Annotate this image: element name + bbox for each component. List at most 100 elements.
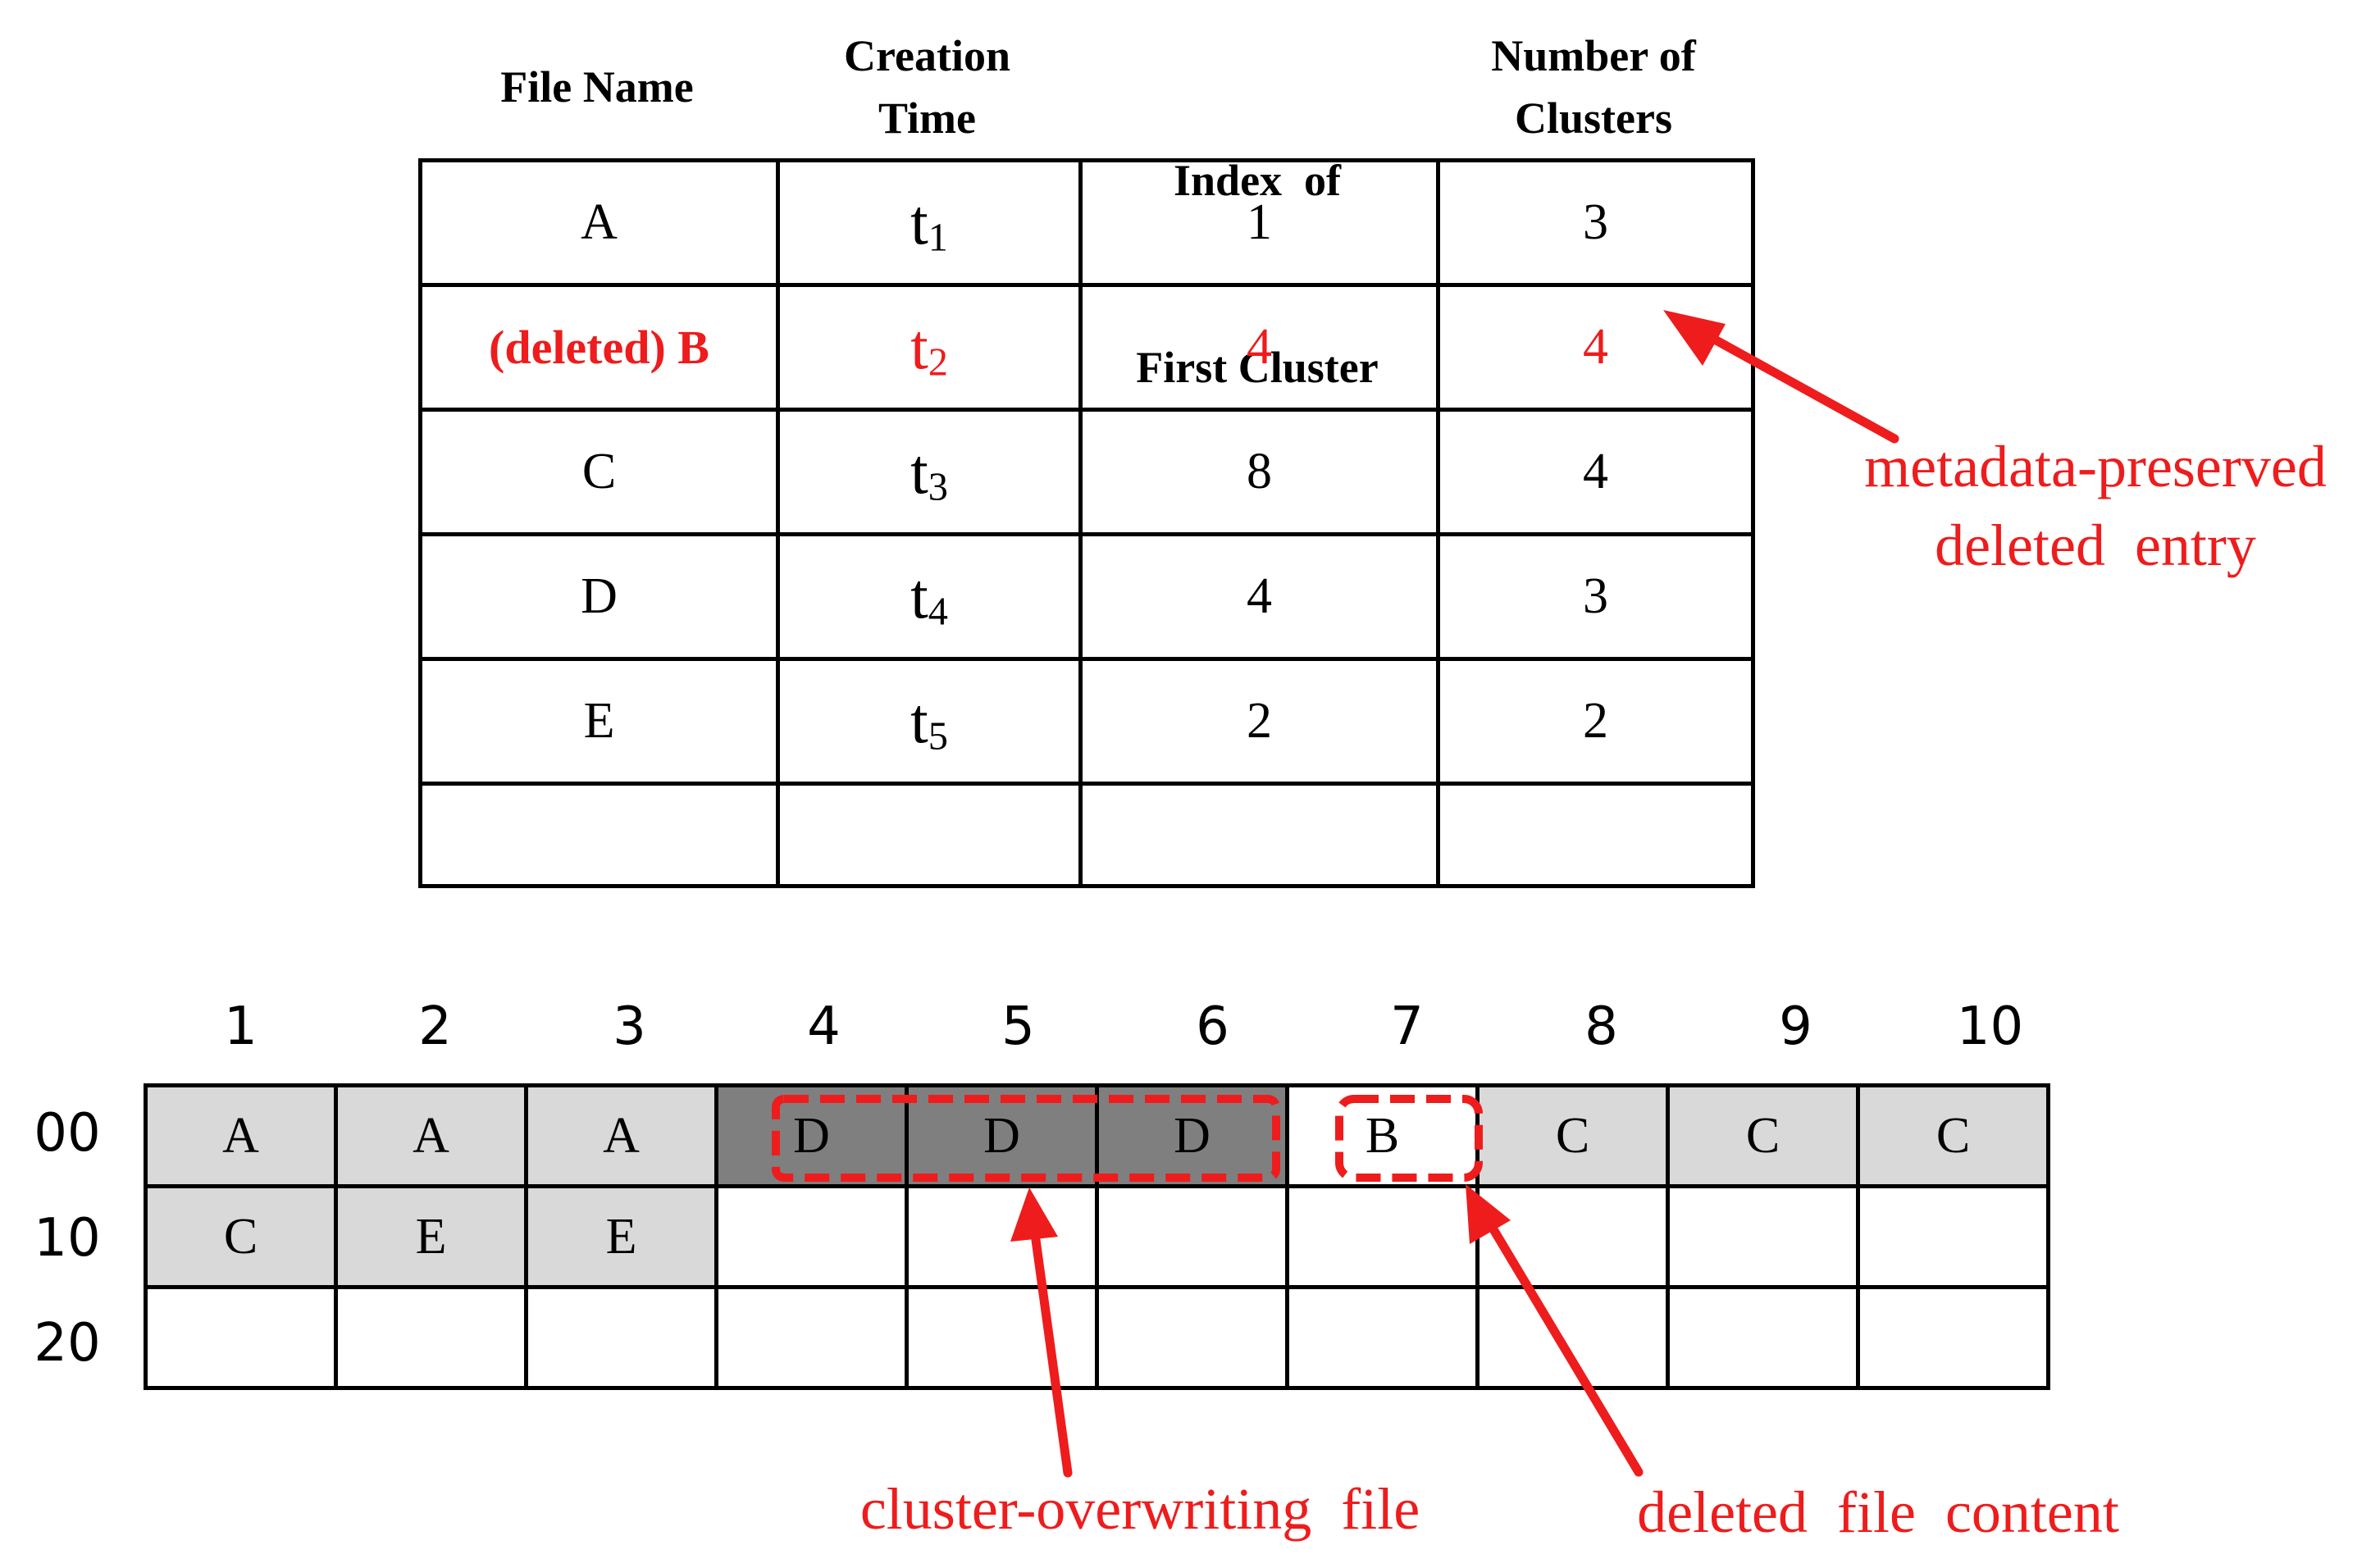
cluster-cell: E [334,1184,528,1289]
cluster-cell [524,1285,718,1390]
metadata-arrow [1663,310,1899,444]
column-number: 6 [1196,996,1229,1057]
header-creation-time-line1: Creation [844,31,1010,80]
creation-time-base: t [910,185,928,258]
cluster-cell [1285,1285,1480,1390]
cell-file-name: E [418,657,780,786]
creation-time-subscript: 2 [928,340,948,385]
cluster-cell [1095,1184,1289,1289]
cell-first-cluster: 4 [1078,283,1440,412]
cluster-cell: E [524,1184,718,1289]
cell-cluster-count: 4 [1436,408,1755,536]
cluster-cell [905,1184,1099,1289]
cluster-cell: A [334,1083,528,1188]
header-number-clusters-line1: Number of [1491,31,1696,80]
cluster-cell [1095,1285,1289,1390]
metadata-annotation: metadata-preserved deleted entry [1825,427,2366,585]
creation-time-subscript: 3 [928,465,948,509]
metadata-annotation-line1: metadata-preserved [1864,434,2327,499]
row-number: 20 [34,1313,101,1374]
header-creation-time: Creation Time [776,25,1078,149]
cell-first-cluster [1078,782,1440,888]
cluster-cell [1666,1285,1860,1390]
column-number: 1 [224,996,258,1057]
cell-creation-time: t3 [776,408,1083,536]
header-file-name-line1: File Name [500,62,694,112]
cell-creation-time: t1 [776,158,1083,287]
column-number: 2 [418,996,452,1057]
cell-creation-time [776,782,1083,888]
cluster-cell [1666,1184,1860,1289]
cell-cluster-count [1436,782,1755,888]
cluster-cell: A [144,1083,338,1188]
cell-cluster-count: 2 [1436,657,1755,786]
cluster-cell [144,1285,338,1390]
cluster-cell: A [524,1083,718,1188]
cluster-cell [714,1285,909,1390]
creation-time-base: t [910,559,928,631]
row-number: 10 [34,1208,101,1269]
cluster-cell [1856,1184,2050,1289]
header-creation-time-line2: Time [878,93,976,143]
cluster-cell: C [1856,1083,2050,1188]
cluster-cell: C [1475,1083,1670,1188]
cluster-cell [905,1285,1099,1390]
cell-file-name [418,782,780,888]
cell-file-name: (deleted) B [418,283,780,412]
cluster-cell [1475,1184,1670,1289]
cell-first-cluster: 8 [1078,408,1440,536]
creation-time-subscript: 5 [928,714,948,759]
overwriting-arrow [1010,1187,1073,1478]
header-number-clusters: Number of Clusters [1436,25,1751,149]
creation-time-base: t [910,684,928,756]
cell-first-cluster: 1 [1078,158,1440,287]
overwriting-dashed-box [772,1095,1280,1182]
creation-time-base: t [910,310,928,382]
deleted-content-dashed-box [1335,1095,1483,1182]
cell-file-name: C [418,408,780,536]
cluster-cell: C [144,1184,338,1289]
header-number-clusters-line2: Clusters [1515,93,1672,143]
deleted-content-arrow [1466,1184,1644,1477]
row-number: 00 [34,1103,101,1164]
cluster-cell [334,1285,528,1390]
cluster-row [144,1285,2050,1390]
cell-first-cluster: 4 [1078,532,1440,661]
column-number: 5 [1001,996,1035,1057]
cell-file-name: A [418,158,780,287]
cell-file-name: D [418,532,780,661]
cell-cluster-count: 3 [1436,158,1755,287]
cluster-cell: C [1666,1083,1860,1188]
cell-creation-time: t5 [776,657,1083,786]
cell-cluster-count: 4 [1436,283,1755,412]
creation-time-subscript: 4 [928,590,948,634]
metadata-annotation-line2: deleted entry [1935,513,2256,578]
creation-time-subscript: 1 [928,216,948,260]
column-number: 9 [1779,996,1812,1057]
column-number: 3 [613,996,646,1057]
cell-creation-time: t2 [776,283,1083,412]
cluster-cell [714,1184,909,1289]
metadata-row [418,782,1755,888]
cluster-cell [1285,1184,1480,1289]
deleted-content-annotation: deleted file content [1637,1479,2119,1545]
cell-first-cluster: 2 [1078,657,1440,786]
column-number: 4 [807,996,841,1057]
cell-cluster-count: 3 [1436,532,1755,661]
cell-creation-time: t4 [776,532,1083,661]
header-file-name: File Name [418,56,776,118]
column-number: 10 [1956,996,2024,1057]
column-number: 8 [1584,996,1618,1057]
creation-time-base: t [910,435,928,507]
overwriting-annotation: cluster-overwriting file [859,1476,1420,1542]
cluster-cell [1856,1285,2050,1390]
